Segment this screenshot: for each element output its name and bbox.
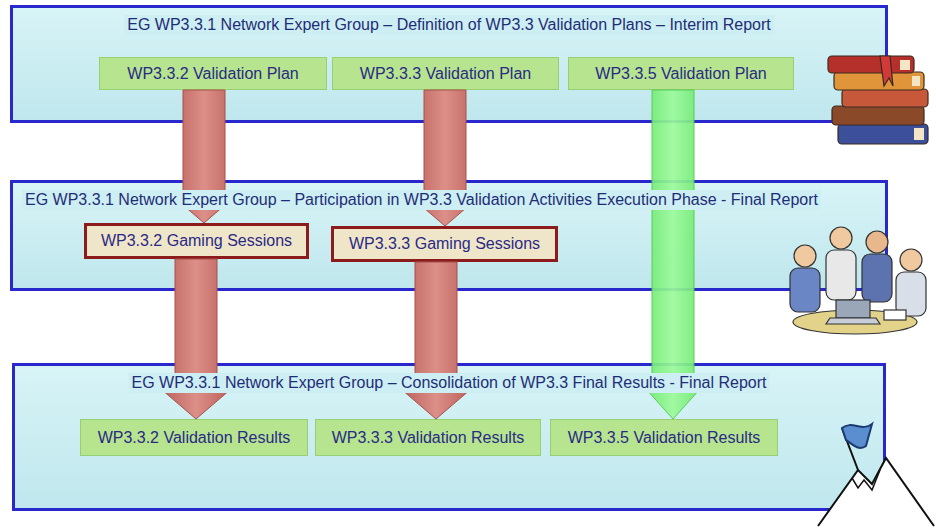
block-arrow [169,90,239,223]
validation-box: WP3.3.3 Validation Plan [332,57,559,90]
validation-box: WP3.3.2 Validation Results [80,419,308,456]
band-title: EG WP3.3.1 Network Expert Group – Defini… [124,15,774,35]
box-label: WP3.3.2 Validation Plan [127,65,298,83]
mountain-clipart [818,424,934,526]
meeting-clipart [790,227,926,334]
gaming-session-box: WP3.3.2 Gaming Sessions [84,223,309,259]
validation-box: WP3.3.3 Validation Results [315,419,541,456]
block-arrow [410,90,480,226]
validation-box: WP3.3.5 Validation Results [550,419,778,456]
block-arrow [161,259,231,419]
validation-box: WP3.3.5 Validation Plan [568,57,794,90]
box-label: WP3.3.3 Gaming Sessions [349,235,540,253]
band-title: EG WP3.3.1 Network Expert Group – Partic… [22,190,821,210]
box-label: WP3.3.2 Gaming Sessions [101,232,292,250]
band-title: EG WP3.3.1 Network Expert Group – Consol… [129,373,770,393]
box-label: WP3.3.5 Validation Plan [595,65,766,83]
swimlane-band: EG WP3.3.1 Network Expert Group – Consol… [12,363,886,511]
box-label: WP3.3.2 Validation Results [98,429,291,447]
box-label: WP3.3.5 Validation Results [568,429,761,447]
block-arrow [637,90,709,419]
gaming-session-box: WP3.3.3 Gaming Sessions [331,226,558,262]
block-arrow [401,262,471,419]
box-label: WP3.3.3 Validation Results [332,429,525,447]
box-label: WP3.3.3 Validation Plan [360,65,531,83]
books-clipart [828,56,928,144]
validation-box: WP3.3.2 Validation Plan [99,57,327,90]
